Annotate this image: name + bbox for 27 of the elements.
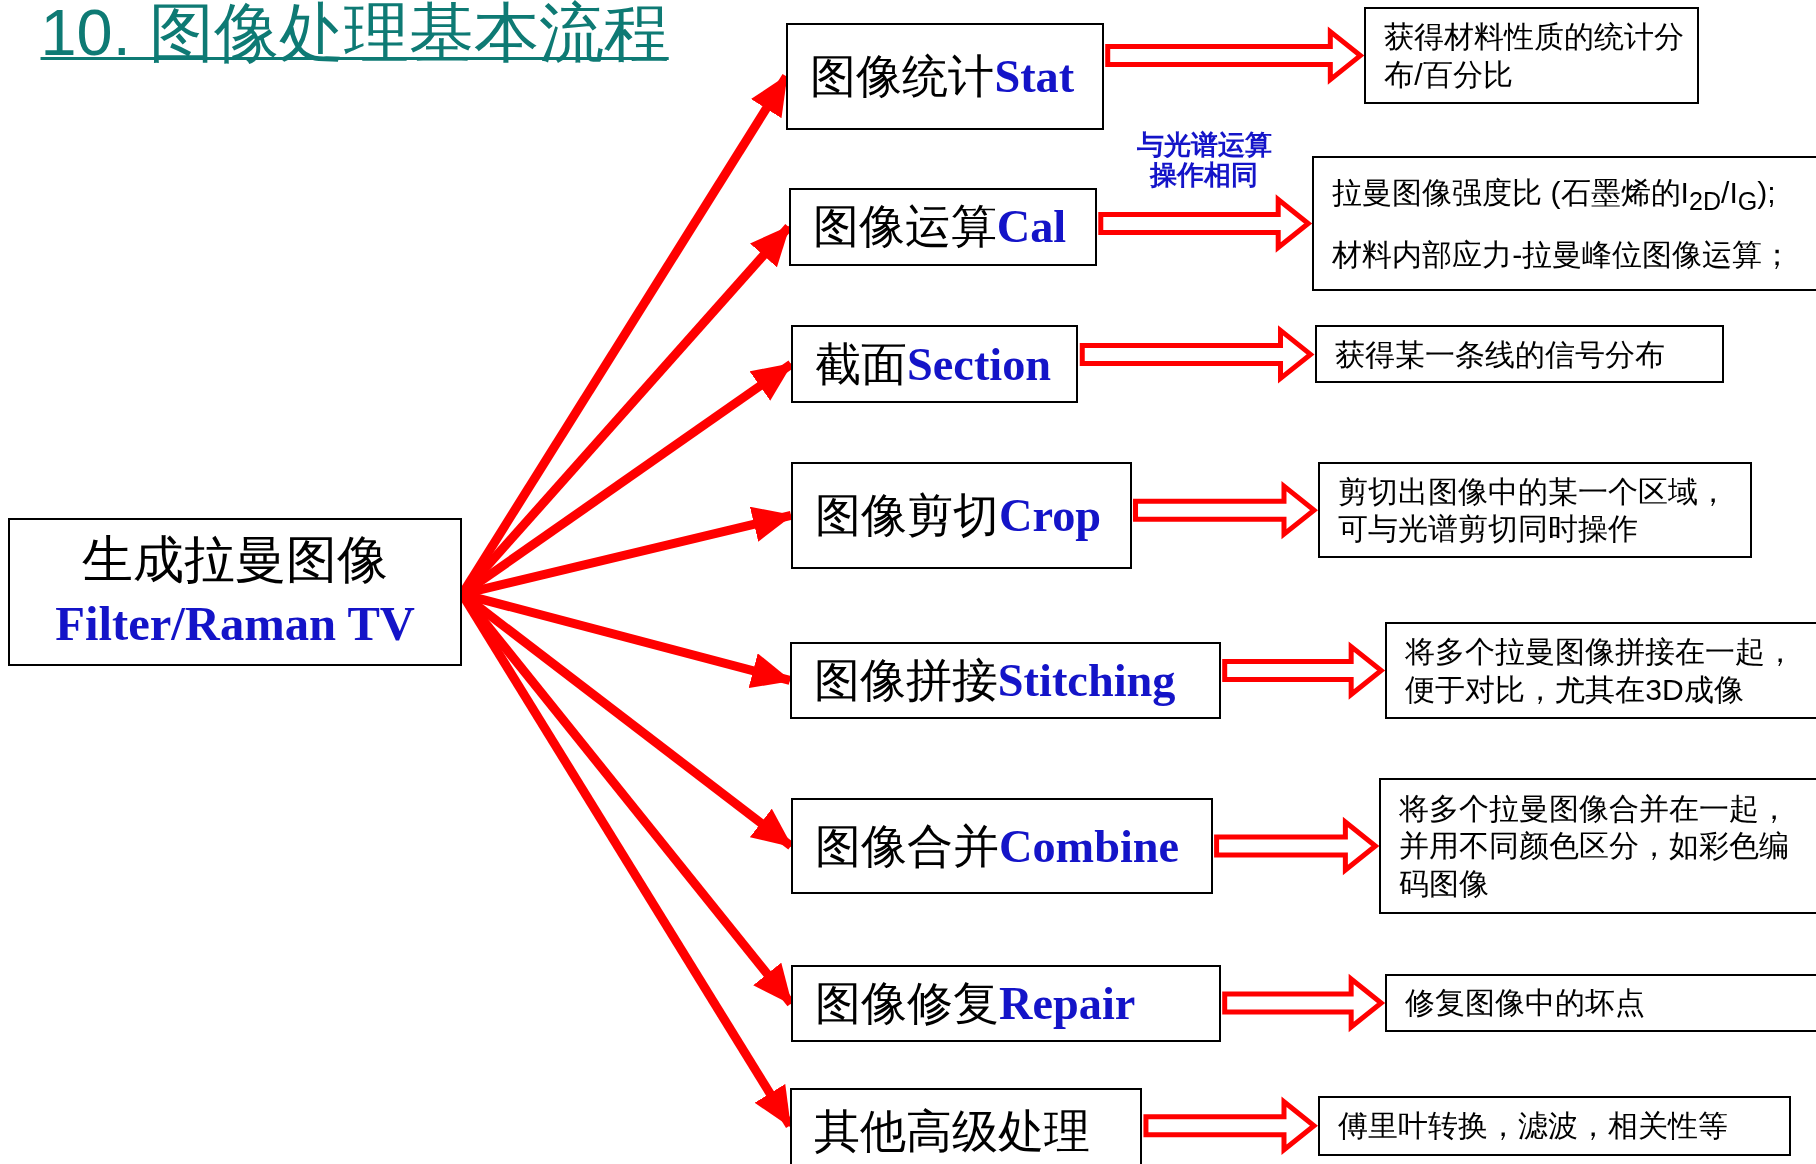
result-box: 获得材料性质的统计分布/百分比 [1364, 6, 1699, 105]
hollow-arrow [1222, 973, 1386, 1033]
result-box: 拉曼图像强度比 (石墨烯的I$_{2D}$/I$_{G}$); 材料内部应力-拉曼峰位图像运算； [1312, 156, 1816, 291]
hollow-arrow [1133, 480, 1318, 540]
hollow-arrow [1143, 1096, 1318, 1155]
edge-label: 与光谱运算操作相同 [1136, 129, 1273, 191]
process-box: 图像修复Repair [791, 964, 1221, 1043]
process-box: 图像拼接Stitching [789, 641, 1221, 720]
process-box: 图像合并Combine [791, 797, 1213, 895]
process-box: 其他高级处理 [789, 1087, 1142, 1164]
process-box: 图像剪切Crop [791, 462, 1132, 569]
slide-title: 10. 图像处理基本流程 [40, 0, 669, 71]
hollow-arrow [1214, 816, 1380, 876]
hollow-arrow [1105, 26, 1365, 85]
result-box: 将多个拉曼图像拼接在一起，便于对比，尤其在3D成像 [1385, 621, 1816, 720]
result-box: 将多个拉曼图像合并在一起，并用不同颜色区分，如彩色编码图像 [1379, 778, 1816, 914]
hollow-arrow [1079, 325, 1315, 384]
source-box: 生成拉曼图像 Filter/Raman TV [8, 517, 463, 666]
hollow-arrow [1098, 194, 1313, 253]
result-box: 获得某一条线的信号分布 [1314, 325, 1725, 384]
result-box: 傅里叶转换，滤波，相关性等 [1318, 1095, 1791, 1156]
result-box: 修复图像中的坏点 [1385, 974, 1816, 1032]
process-box: 截面Section [791, 325, 1079, 404]
result-box: 剪切出图像中的某一个区域，可与光谱剪切同时操作 [1318, 462, 1753, 559]
hollow-arrow [1222, 641, 1386, 700]
process-box: 图像统计Stat [786, 23, 1104, 130]
process-box: 图像运算Cal [788, 187, 1097, 267]
